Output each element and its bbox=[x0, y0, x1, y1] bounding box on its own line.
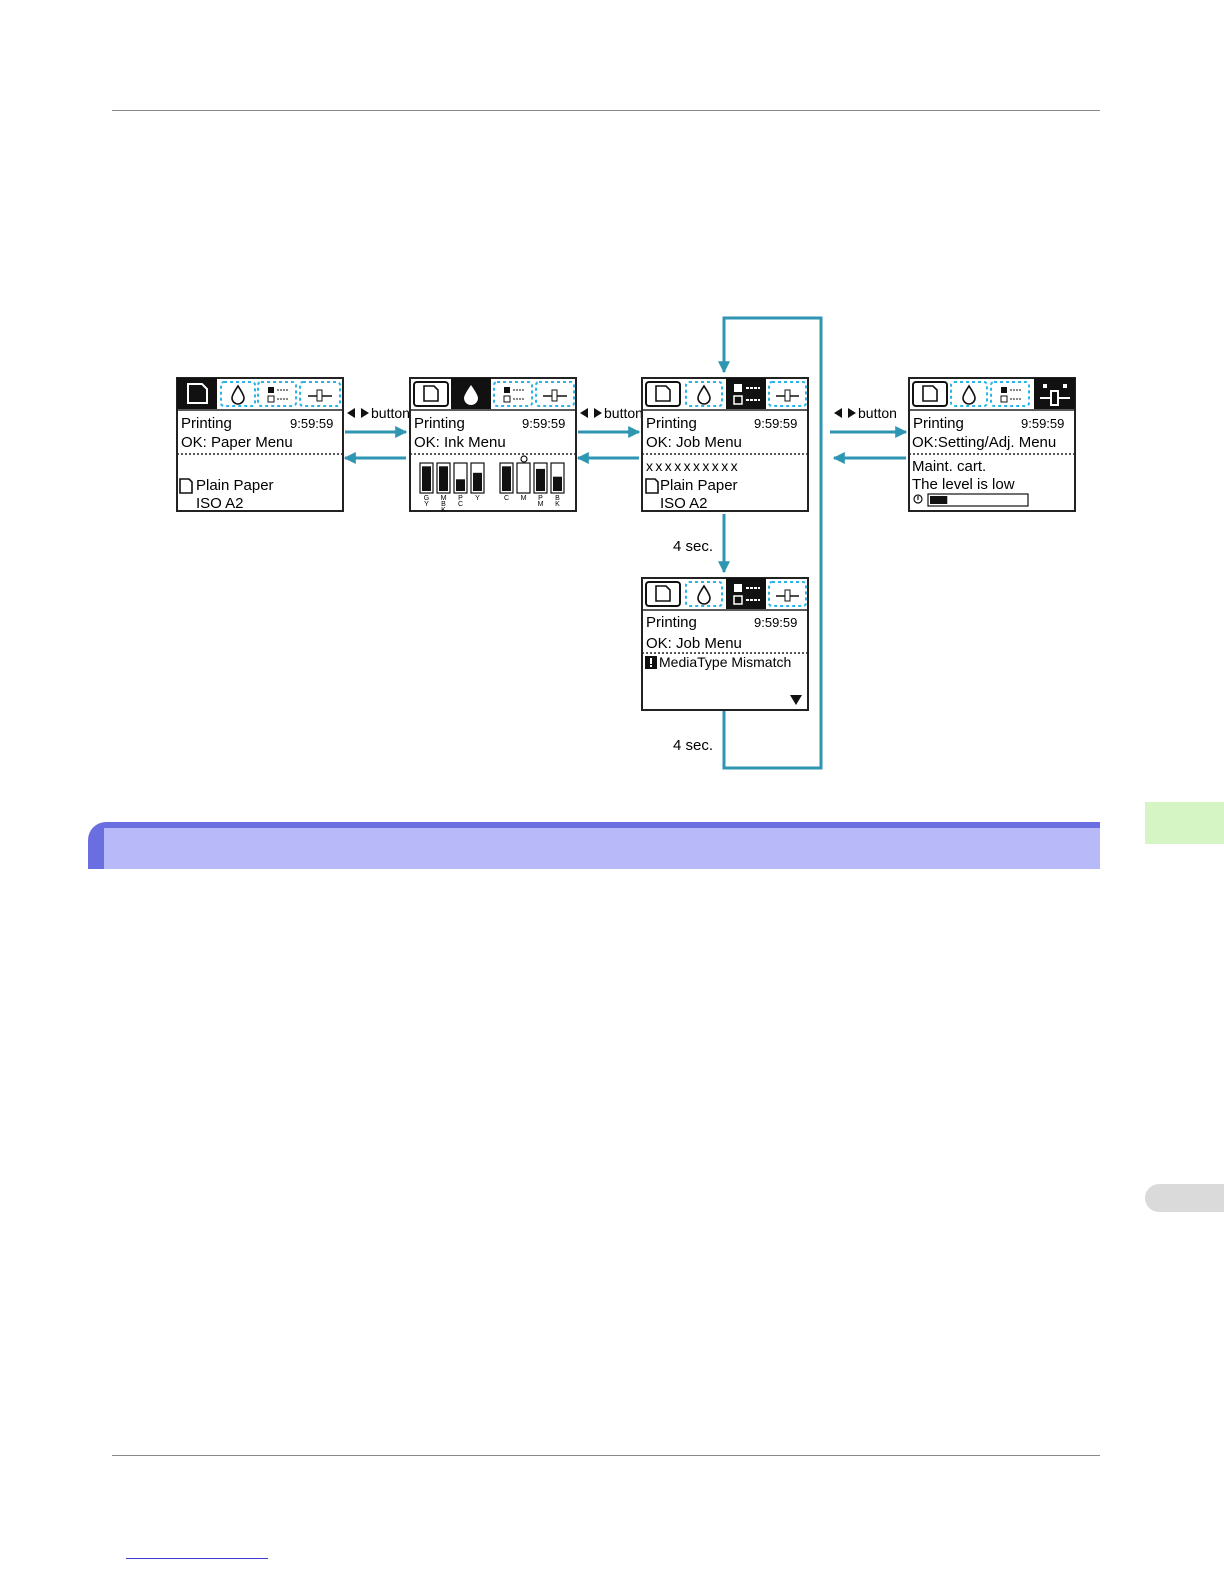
nav-arrows bbox=[343, 426, 908, 464]
time-text: 9:59:59 bbox=[290, 416, 333, 431]
chapter-tab-secondary[interactable] bbox=[1145, 1184, 1224, 1212]
menu-text: OK: Paper Menu bbox=[181, 434, 293, 451]
message-text: The level is low bbox=[912, 476, 1015, 493]
ink-bar-label: K bbox=[441, 507, 446, 514]
status-text: Printing bbox=[181, 415, 232, 432]
paper-icon bbox=[187, 383, 208, 404]
status-text: Printing bbox=[646, 614, 697, 631]
button-label-text: button bbox=[371, 405, 410, 421]
screen-paper: Printing 9:59:59 OK: Paper Menu Plain Pa… bbox=[176, 377, 344, 512]
job-icon bbox=[990, 381, 1030, 407]
screen-setting: Printing 9:59:59 OK:Setting/Adj. Menu Ma… bbox=[908, 377, 1076, 512]
paper-small-icon bbox=[645, 478, 659, 494]
ink-bar-fill bbox=[553, 476, 562, 491]
scroll-down-icon bbox=[790, 695, 802, 705]
size-text: ISO A2 bbox=[660, 495, 708, 512]
warning-text: MediaType Mismatch bbox=[659, 654, 791, 670]
status-text: Printing bbox=[414, 415, 465, 432]
time-text: 9:59:59 bbox=[522, 416, 565, 431]
ink-bar-label: M bbox=[521, 495, 527, 502]
ink-warning-icon bbox=[520, 455, 528, 463]
paper-small-icon bbox=[179, 478, 193, 494]
button-label-text: button bbox=[604, 405, 643, 421]
menu-text: OK: Ink Menu bbox=[414, 434, 506, 451]
ink-bar-label: B bbox=[441, 501, 446, 508]
ink-bar-label: Y bbox=[424, 501, 429, 508]
paper-icon bbox=[655, 585, 671, 602]
paper-icon bbox=[922, 385, 938, 402]
job-icon bbox=[493, 381, 533, 407]
section-heading-bar bbox=[88, 822, 1100, 869]
footer-rule bbox=[112, 1455, 1100, 1456]
ink-icon bbox=[220, 381, 256, 407]
ink-bar-label: Y bbox=[475, 495, 480, 502]
loop-connector bbox=[718, 316, 823, 770]
job-icon bbox=[733, 584, 760, 605]
ink-bar-label: C bbox=[504, 495, 509, 502]
job-icon bbox=[733, 384, 760, 405]
ink-bar-fill bbox=[422, 466, 431, 491]
button-label-1: button bbox=[347, 405, 410, 421]
wait-label-1: 4 sec. bbox=[673, 538, 713, 555]
ink-bar-label: G bbox=[424, 495, 429, 502]
settings-icon bbox=[535, 381, 575, 407]
wait-label-2: 4 sec. bbox=[673, 737, 713, 754]
screen-job-warning: Printing 9:59:59 OK: Job Menu MediaType … bbox=[641, 577, 809, 711]
ink-bar-fill bbox=[473, 472, 482, 491]
ink-bar-label: B bbox=[555, 495, 560, 502]
settings-icon bbox=[768, 381, 807, 407]
footer-link[interactable] bbox=[126, 1558, 268, 1559]
chapter-tab[interactable] bbox=[1145, 802, 1224, 844]
ink-bar-label: P bbox=[458, 495, 463, 502]
job-name-text: xxxxxxxxxx bbox=[646, 458, 740, 474]
paper-icon bbox=[655, 385, 671, 402]
menu-text: OK: Job Menu bbox=[646, 434, 742, 451]
button-label-text: button bbox=[858, 405, 897, 421]
ink-bar-fill bbox=[502, 466, 511, 491]
ink-icon bbox=[697, 584, 711, 605]
header-rule bbox=[112, 110, 1100, 111]
alert-icon bbox=[913, 494, 923, 504]
paper-icon bbox=[423, 385, 439, 402]
ink-bar-label: M bbox=[538, 501, 544, 508]
ink-bar-fill bbox=[456, 479, 465, 491]
ink-bar-fill bbox=[439, 466, 448, 491]
menu-text: OK:Setting/Adj. Menu bbox=[912, 434, 1056, 451]
ink-icon bbox=[962, 384, 976, 405]
ink-bar-outline bbox=[516, 462, 531, 494]
screen-job: Printing 9:59:59 OK: Job Menu xxxxxxxxxx… bbox=[641, 377, 809, 512]
cartridge-level-fill bbox=[930, 496, 948, 504]
menu-text: OK: Job Menu bbox=[646, 635, 742, 652]
settings-icon bbox=[1040, 384, 1070, 406]
button-label-3: button bbox=[834, 405, 897, 421]
ink-bar-label: M bbox=[441, 495, 447, 502]
media-text: Plain Paper bbox=[196, 477, 274, 494]
time-text: 9:59:59 bbox=[1021, 416, 1064, 431]
ink-bar-fill bbox=[536, 468, 545, 491]
media-text: Plain Paper bbox=[660, 477, 738, 494]
settings-icon bbox=[768, 581, 807, 607]
button-label-2: button bbox=[580, 405, 643, 421]
ink-bar-label: C bbox=[458, 501, 463, 508]
message-text: Maint. cart. bbox=[912, 458, 986, 475]
status-text: Printing bbox=[646, 415, 697, 432]
settings-icon bbox=[299, 381, 341, 407]
ink-icon bbox=[697, 384, 711, 405]
time-text: 9:59:59 bbox=[754, 615, 797, 630]
job-icon bbox=[257, 381, 297, 407]
ink-bar-label: K bbox=[555, 501, 560, 508]
size-text: ISO A2 bbox=[196, 495, 244, 512]
time-text: 9:59:59 bbox=[754, 416, 797, 431]
control-panel-display-diagram: button button button 4 sec. 4 sec. Print… bbox=[0, 300, 1224, 785]
cartridge-level-gauge bbox=[927, 493, 1029, 507]
ink-bar-label: P bbox=[538, 495, 543, 502]
status-text: Printing bbox=[913, 415, 964, 432]
ink-icon bbox=[464, 385, 478, 405]
